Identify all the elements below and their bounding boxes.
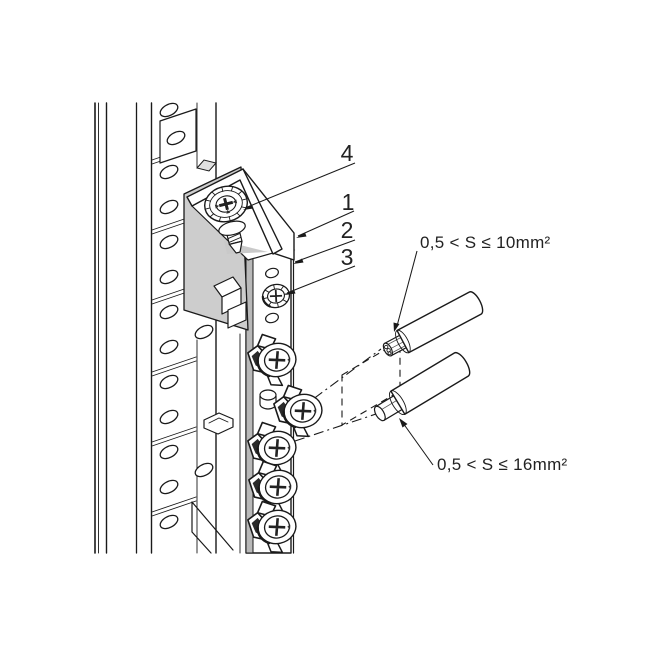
bracket-strap <box>186 168 283 255</box>
wire-spec-lower-label: 0,5 < S ≤ 16mm² <box>437 455 568 474</box>
wire-spec-upper: 0,5 < S ≤ 10mm² <box>393 233 551 332</box>
wire-strands-tip <box>382 342 393 357</box>
callout-2: 2 <box>293 217 356 264</box>
empty-screw-stub <box>259 389 277 410</box>
wire-conductor-tip <box>373 405 386 422</box>
callout-3-label: 3 <box>341 244 354 270</box>
callout-4-leader <box>244 162 356 209</box>
wire-spec-upper-leader <box>396 250 418 327</box>
wire-insulation <box>396 291 484 354</box>
centerline-lower <box>294 413 377 442</box>
callout-2-label: 2 <box>341 217 354 243</box>
rail-flange-top-face <box>196 159 217 172</box>
bracket-hook-steps <box>213 276 247 329</box>
wire-spec-lower: 0,5 < S ≤ 16mm² <box>399 418 568 474</box>
rack-rail <box>94 100 241 554</box>
wire-spec-upper-arrowhead <box>393 322 400 332</box>
wire-spec-lower-leader <box>402 422 434 466</box>
wire-insulation <box>390 351 471 415</box>
callout-4: 4 <box>243 140 356 210</box>
callout-3-leader <box>286 265 356 294</box>
callout-1-leader <box>297 210 355 237</box>
callout-2-leader <box>294 239 356 263</box>
rail-flange-lines <box>94 102 153 554</box>
callout-3: 3 <box>285 244 356 295</box>
callout-2-arrowhead <box>293 258 304 264</box>
callout-3-arrowhead <box>285 289 296 295</box>
callout-1-label: 1 <box>342 189 355 215</box>
wire-upper-10mm <box>382 291 484 357</box>
callout-4-arrowhead <box>243 204 254 210</box>
mounting-bracket <box>183 166 295 331</box>
wire-spec-lower-arrowhead <box>399 418 408 428</box>
rail-lower-hook <box>191 412 234 554</box>
callout-4-label: 4 <box>341 140 354 166</box>
wire-lower-16mm <box>373 351 471 422</box>
wire-spec-upper-label: 0,5 < S ≤ 10mm² <box>420 233 551 252</box>
bracket-screw-item4 <box>204 185 248 254</box>
callout-1-arrowhead <box>296 232 307 238</box>
callout-1: 1 <box>296 189 354 238</box>
